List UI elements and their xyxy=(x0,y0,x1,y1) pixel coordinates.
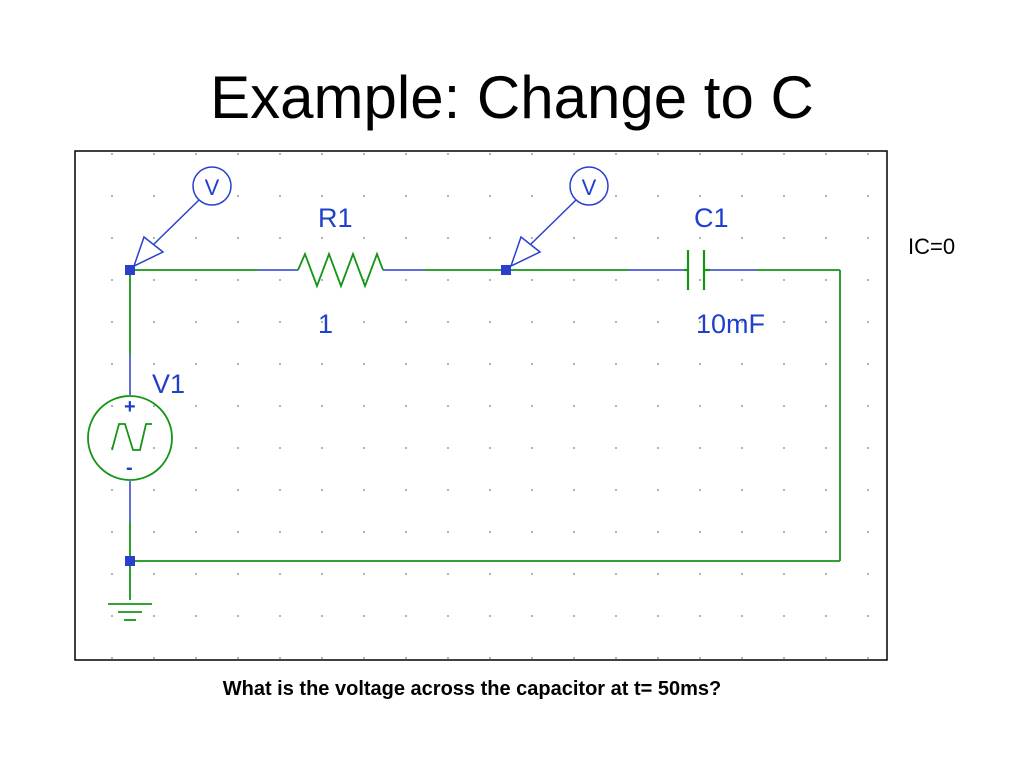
wires xyxy=(129,269,841,600)
question-text: What is the voltage across the capacitor… xyxy=(222,678,722,700)
slide-title: Example: Change to C xyxy=(210,64,814,131)
resistor-value-label: 1 xyxy=(318,309,333,339)
voltage-probe-1[interactable]: V xyxy=(132,166,232,268)
junction-nodes xyxy=(125,265,511,566)
component-leads xyxy=(129,269,756,522)
probe-2-symbol: V xyxy=(582,175,597,200)
initial-condition-note: IC=0 xyxy=(908,234,956,259)
pulse-waveform-icon xyxy=(111,423,152,451)
capacitor-value-label: 10mF xyxy=(696,309,765,339)
resistor-r1[interactable] xyxy=(297,251,384,289)
ground-icon xyxy=(108,603,152,621)
voltage-source-v1[interactable] xyxy=(87,395,173,481)
voltage-probe-2[interactable]: V xyxy=(509,166,609,268)
resistor-ref-label: R1 xyxy=(318,203,353,233)
source-plus-sign: + xyxy=(124,396,136,418)
source-ref-label: V1 xyxy=(152,369,185,399)
capacitor-ref-label: C1 xyxy=(694,203,729,233)
probe-1-symbol: V xyxy=(205,175,220,200)
schematic-frame xyxy=(74,150,888,661)
capacitor-c1[interactable] xyxy=(684,250,710,290)
source-minus-sign: - xyxy=(126,457,133,479)
